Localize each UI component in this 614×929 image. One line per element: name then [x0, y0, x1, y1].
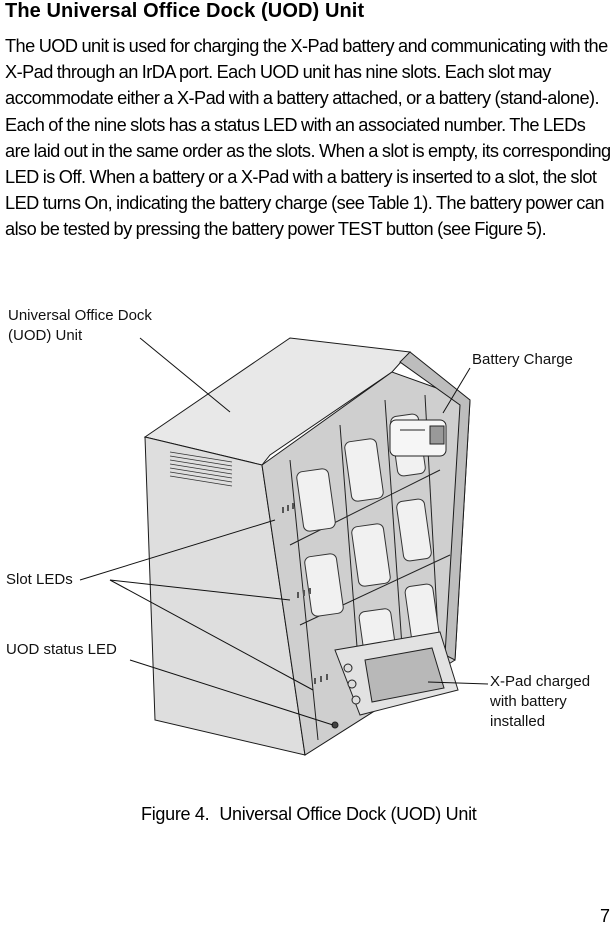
- uod-figure: Universal Office Dock (UOD) Unit Battery…: [0, 290, 614, 770]
- figure-caption: Figure 4. Universal Office Dock (UOD) Uni…: [141, 804, 477, 825]
- callout-battery-charge: Battery Charge: [472, 351, 573, 368]
- callout-xpad-line2: with battery: [490, 693, 567, 710]
- figure-caption-title: Universal Office Dock (UOD) Unit: [219, 804, 477, 824]
- callout-uod-status-led: UOD status LED: [6, 641, 117, 658]
- slot-led-group: [282, 503, 328, 684]
- page-number: 7: [600, 906, 611, 926]
- callout-uod-unit-line2: (UOD) Unit: [8, 327, 83, 344]
- figure-caption-label: Figure 4.: [141, 804, 210, 824]
- callout-leaders: [79, 337, 489, 726]
- section-heading: The Universal Office Dock (UOD) Unit: [5, 0, 365, 22]
- uod-illustration: [79, 337, 489, 756]
- vent-grille: [169, 451, 233, 487]
- callout-slot-leds: Slot LEDs: [6, 571, 73, 588]
- battery-pack: [389, 419, 447, 457]
- callout-uod-unit-line1: Universal Office Dock: [8, 307, 152, 324]
- callout-uod-unit: Universal Office Dock (UOD) Unit: [8, 306, 152, 346]
- body-paragraph: The UOD unit is used for charging the X-…: [5, 36, 611, 240]
- callout-xpad-line1: X-Pad charged: [490, 673, 591, 690]
- xpad-device: [334, 631, 459, 716]
- callout-xpad: X-Pad charged with battery installed: [490, 672, 590, 732]
- callout-xpad-line3: installed: [490, 713, 546, 730]
